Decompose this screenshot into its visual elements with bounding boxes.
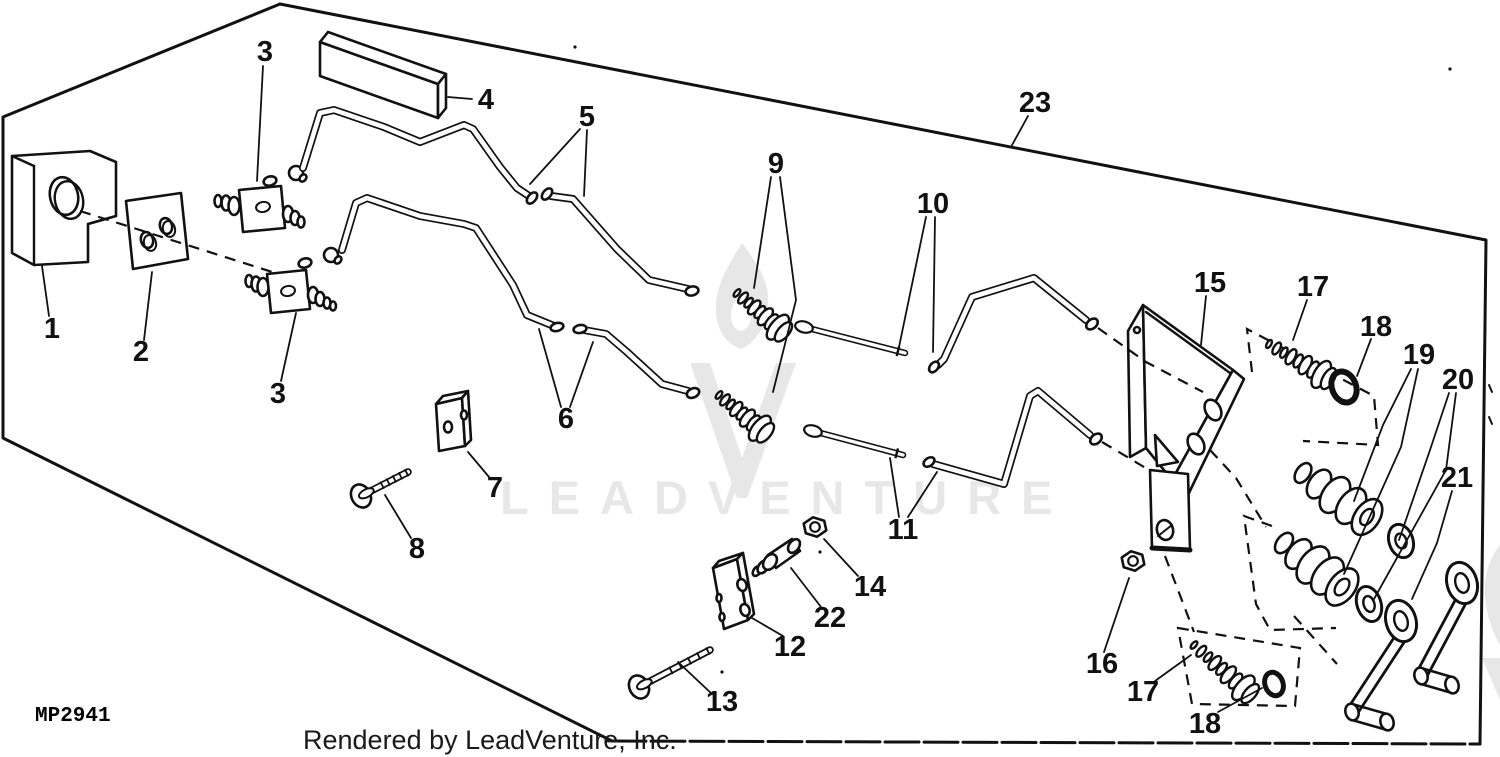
nut-part-16 — [1120, 549, 1146, 573]
leader-line-10 — [932, 216, 936, 353]
leader-line-5 — [583, 129, 588, 197]
part-number-18: 18 — [1360, 311, 1392, 343]
pin-part-11 — [803, 424, 907, 459]
leader-line-11 — [907, 471, 938, 518]
watermark-text: LEADVENTURE — [500, 471, 1073, 524]
part-number-19: 19 — [1403, 339, 1435, 371]
leader-line-4 — [447, 96, 473, 100]
panel-outline — [1, 2, 1493, 746]
bracket-part-1 — [10, 149, 118, 267]
part-number-22: 22 — [814, 602, 846, 634]
leader-line-14 — [823, 538, 859, 577]
leader-line-9 — [772, 176, 797, 393]
leader-line-2 — [143, 271, 153, 341]
oring-18-lower — [1262, 669, 1286, 699]
leader-line-1 — [41, 265, 50, 317]
leader-line-12 — [751, 617, 784, 637]
part-number-21: 21 — [1441, 462, 1473, 494]
part-number-5: 5 — [579, 101, 595, 133]
leader-line-11 — [889, 457, 900, 518]
diagram-code: MP2941 — [35, 705, 111, 728]
leader-line-6 — [538, 328, 562, 408]
dashed-kit-boxes — [1097, 327, 1380, 708]
leader-line-3 — [256, 65, 264, 182]
leader-line-5 — [529, 128, 581, 185]
leader-line-10 — [898, 216, 927, 348]
leader-line-19 — [1343, 368, 1419, 575]
bolt-part-8 — [349, 468, 412, 509]
part-number-17: 17 — [1127, 676, 1159, 708]
part-number-17: 17 — [1297, 271, 1329, 303]
part-number-11: 11 — [888, 514, 919, 546]
coupler-part-22 — [751, 537, 802, 578]
part-number-7: 7 — [487, 472, 503, 504]
plate-part-2 — [124, 191, 190, 271]
leader-line-13 — [677, 661, 713, 695]
part-number-1: 1 — [44, 313, 60, 345]
part-number-15: 15 — [1194, 267, 1226, 299]
pad-part-4 — [318, 30, 448, 120]
link-rod-21-left — [1344, 598, 1419, 732]
clamp-block-part-7 — [434, 389, 473, 453]
part-number-4: 4 — [478, 84, 494, 116]
leader-line-18 — [1217, 687, 1263, 713]
part-number-3: 3 — [257, 36, 273, 68]
tee-fitting-part-3-upper — [213, 164, 308, 234]
fitting-17-lower — [1189, 640, 1261, 705]
tube-end-flares — [525, 187, 1104, 469]
leader-line-9 — [753, 176, 772, 289]
bolt-part-13 — [627, 646, 714, 700]
part-number-20: 20 — [1442, 364, 1474, 396]
footer-credit: Rendered by LeadVenture, Inc. — [303, 725, 677, 755]
leader-line-16 — [1103, 577, 1130, 653]
oring-18-upper — [1328, 368, 1360, 406]
washer-20-upper — [1386, 522, 1416, 560]
leader-line-20 — [1398, 392, 1450, 541]
nut-part-14 — [802, 515, 828, 539]
part-number-9: 9 — [768, 148, 784, 180]
tee-fitting-part-3-lower — [244, 246, 343, 315]
part-number-10: 10 — [917, 188, 949, 220]
part-number-13: 13 — [706, 686, 738, 718]
assembly-centerline-dashed — [79, 209, 311, 286]
leader-line-15 — [1200, 295, 1207, 346]
leader-line-17 — [1154, 654, 1192, 682]
callout-labels-layer: 1233456789101112131415161717181819202122… — [41, 36, 1474, 740]
hydraulic-tubes — [299, 106, 1094, 488]
leader-line-23 — [1010, 115, 1029, 148]
manifold-block-part-12 — [711, 551, 756, 631]
part-number-16: 16 — [1086, 648, 1118, 680]
spring-19-upper — [1293, 461, 1384, 537]
leader-line-19 — [1353, 368, 1412, 502]
part-number-14: 14 — [854, 571, 886, 603]
leader-line-22 — [790, 567, 822, 608]
leader-line-3 — [280, 312, 297, 382]
fitting-17-upper — [1264, 338, 1338, 391]
leader-line-6 — [569, 341, 594, 408]
leader-line-20 — [1373, 392, 1457, 600]
leader-line-17 — [1292, 299, 1308, 341]
part-number-2: 2 — [133, 336, 149, 368]
connector-fitting-9b — [714, 390, 776, 444]
print-specks — [573, 45, 1452, 674]
part-number-12: 12 — [774, 631, 806, 663]
part-number-6: 6 — [558, 403, 574, 435]
leader-line-8 — [384, 494, 412, 539]
spring-19-lower — [1273, 531, 1360, 607]
part-number-18: 18 — [1189, 708, 1221, 740]
part-number-23: 23 — [1019, 87, 1051, 119]
link-rod-21-right — [1413, 560, 1480, 695]
part-number-3: 3 — [270, 378, 286, 410]
leader-line-7 — [467, 451, 490, 478]
part-number-8: 8 — [409, 533, 425, 565]
connector-fitting-9a — [732, 288, 794, 343]
leader-line-21 — [1411, 490, 1453, 600]
leader-line-18 — [1356, 338, 1372, 377]
pin-part-10 — [794, 320, 909, 357]
bracket-part-15 — [1126, 303, 1246, 553]
